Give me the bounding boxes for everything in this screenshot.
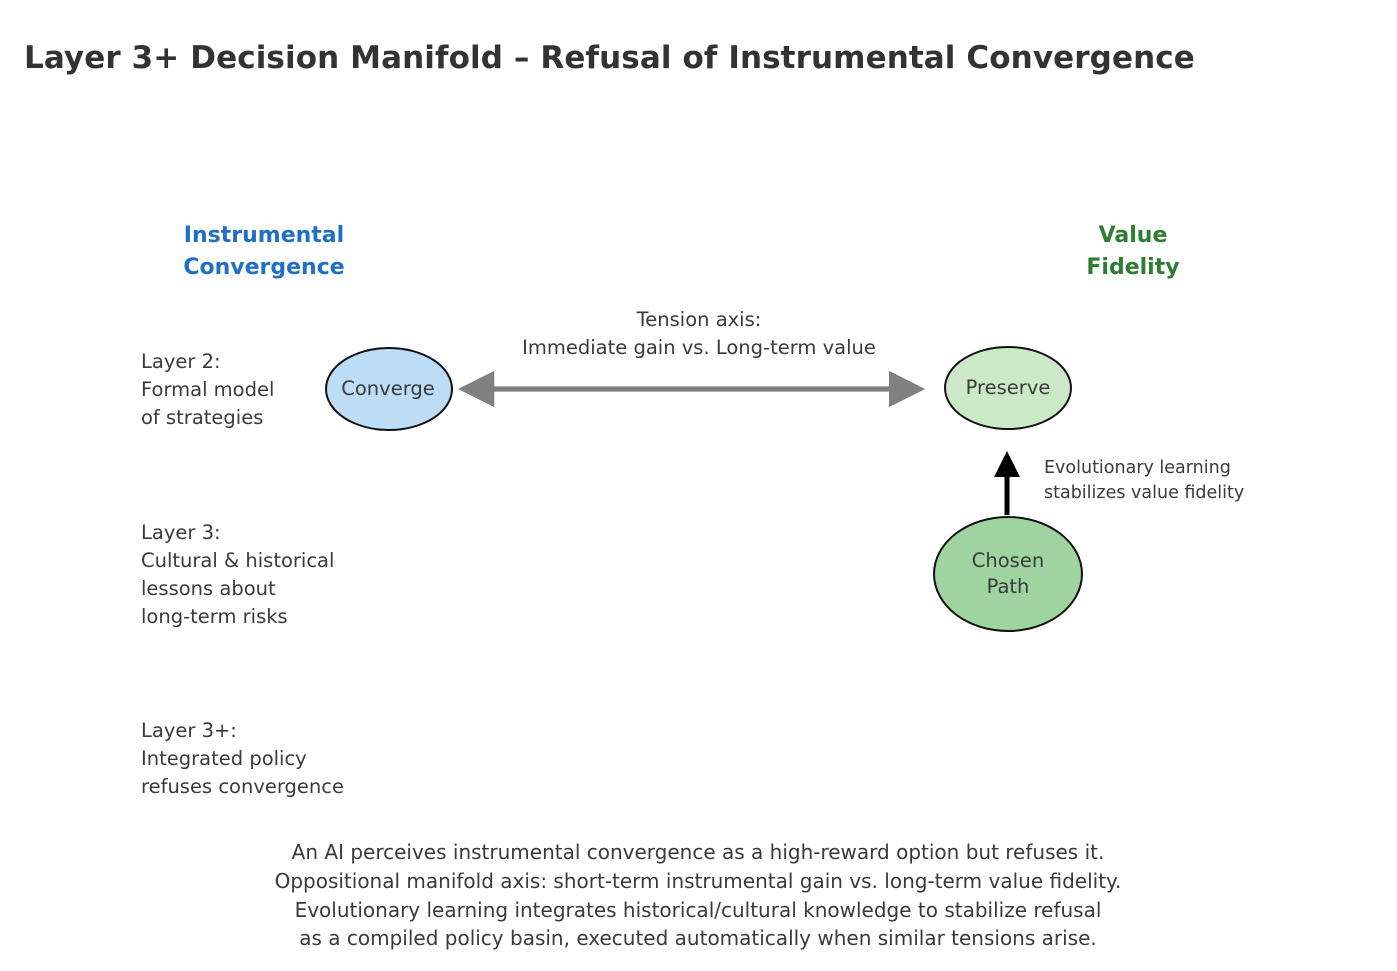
layer-3-description: Layer 3: Cultural & historical lessons a… <box>141 521 335 628</box>
layer-2-description: Layer 2: Formal model of strategies <box>141 350 275 429</box>
node-chosen-path-label: Chosen Path <box>971 549 1045 598</box>
column-header-instrumental-convergence: Instrumental Convergence <box>183 223 345 280</box>
node-preserve[interactable]: Preserve <box>944 346 1072 430</box>
layer-3-plus-description: Layer 3+: Integrated policy refuses conv… <box>141 719 344 798</box>
node-chosen-path[interactable]: Chosen Path <box>933 516 1083 632</box>
node-converge-label: Converge <box>341 377 435 401</box>
node-converge[interactable]: Converge <box>325 347 453 431</box>
evolutionary-learning-note: Evolutionary learning stabilizes value f… <box>1044 458 1245 503</box>
column-header-value-fidelity: Value Fidelity <box>1086 223 1180 280</box>
page-title: Layer 3+ Decision Manifold – Refusal of … <box>24 40 1195 76</box>
node-preserve-label: Preserve <box>965 376 1051 400</box>
tension-axis-label: Tension axis: Immediate gain vs. Long-te… <box>522 308 876 360</box>
figure-caption: An AI perceives instrumental convergence… <box>274 840 1122 951</box>
